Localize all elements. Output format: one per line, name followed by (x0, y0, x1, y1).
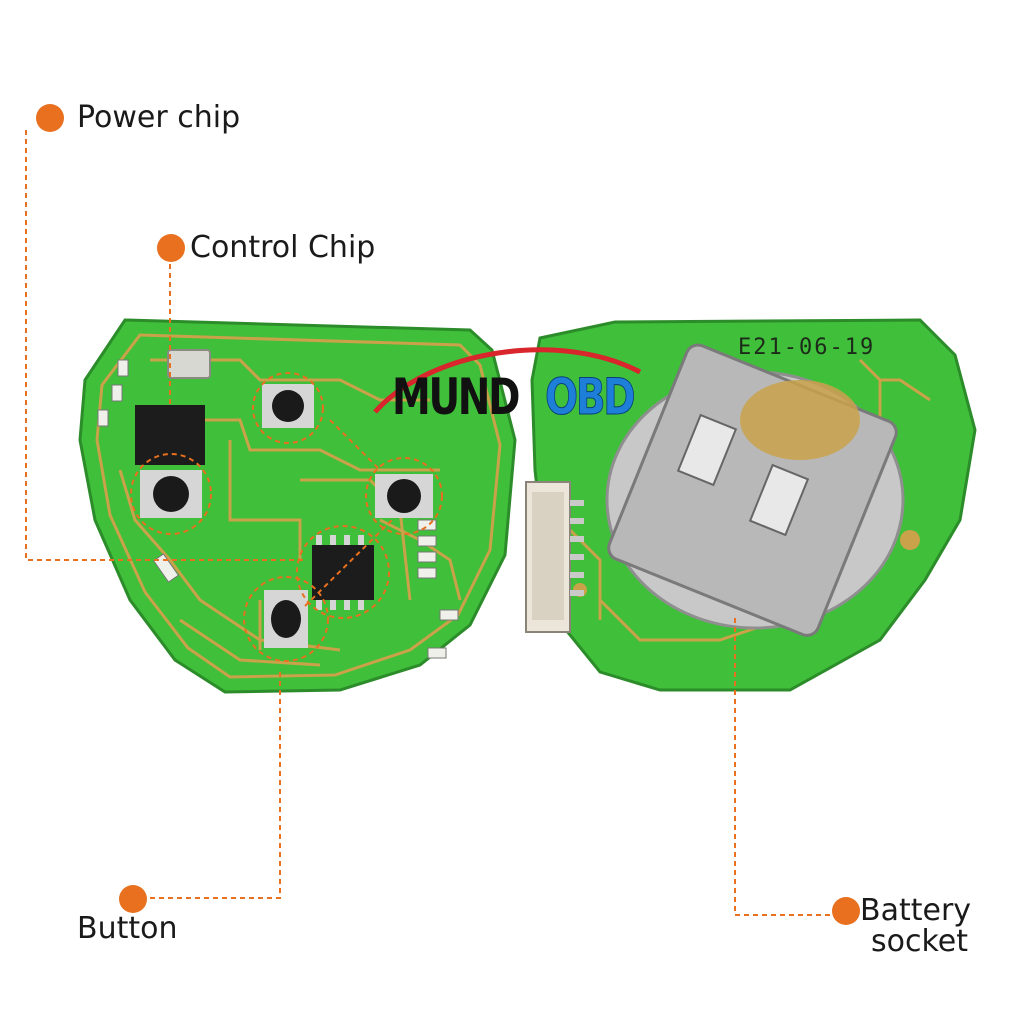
crystal-component (167, 349, 211, 379)
logo-text-left: MUND (392, 368, 520, 426)
tactile-button-4 (264, 590, 308, 648)
pcb-date-code: E21-06-19 (738, 335, 876, 360)
tactile-button-3 (375, 474, 433, 518)
tactile-button-1 (262, 384, 314, 428)
battery-socket-label-line2: socket (871, 924, 969, 959)
left-pcb-board (78, 318, 517, 694)
side-connector-component (525, 481, 584, 633)
mundobd-logo: MUND OBD (380, 350, 650, 440)
logo-arc (373, 347, 642, 414)
leader-lines (25, 130, 835, 916)
battery-socket-label-line1: Battery (860, 893, 972, 928)
battery-socket-component (605, 343, 905, 637)
tactile-button-2 (140, 470, 202, 518)
control-chip-component (312, 545, 374, 600)
power-chip-marker (36, 104, 64, 132)
control-chip-marker (157, 234, 185, 262)
battery-socket-marker (832, 897, 860, 925)
right-pcb-board (525, 318, 977, 692)
control-chip-label: Control Chip (190, 230, 376, 265)
button-label: Button (77, 911, 178, 946)
button-marker (119, 885, 147, 913)
power-chip-label: Power chip (77, 100, 241, 135)
power-chip-component (135, 405, 205, 465)
logo-text-right: OBD (545, 368, 636, 427)
